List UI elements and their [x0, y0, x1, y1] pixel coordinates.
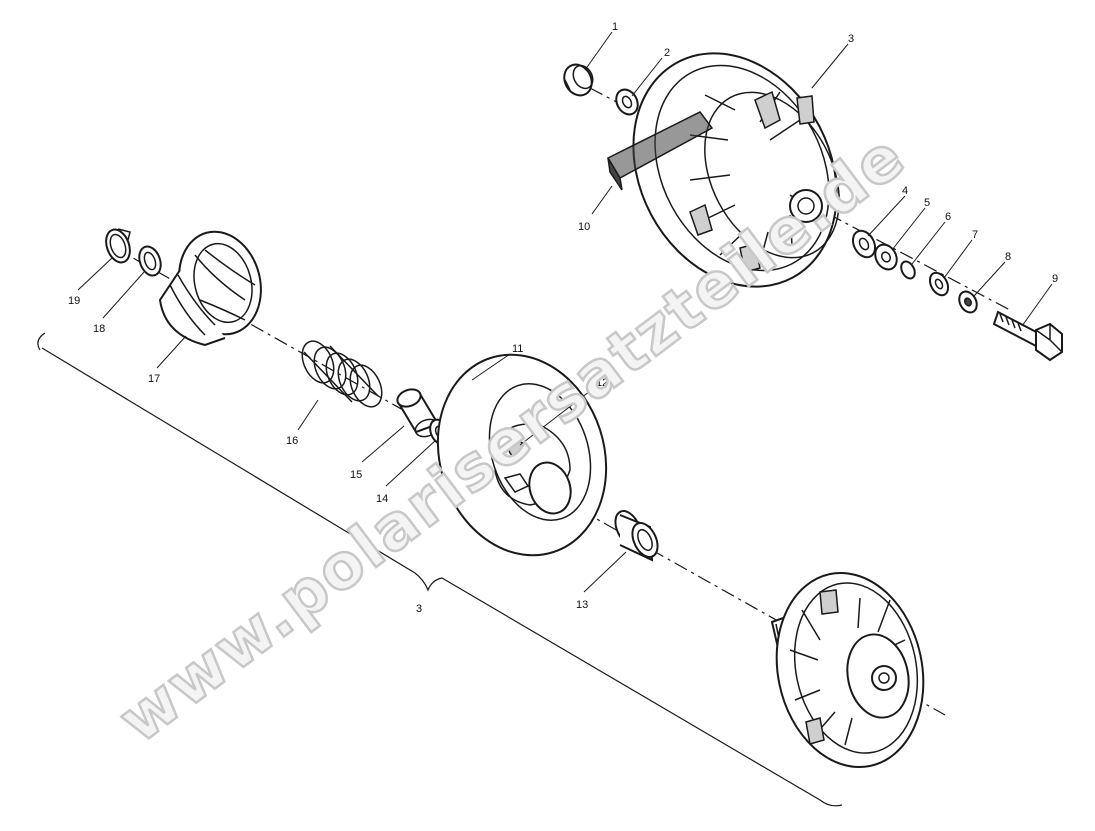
bolt-9	[992, 310, 1063, 362]
callout-7: 7	[972, 229, 978, 241]
callout-14: 14	[376, 493, 388, 505]
bushing-13	[614, 510, 659, 562]
callout-8: 8	[1005, 251, 1011, 263]
callout-2: 2	[664, 47, 670, 59]
callout-3: 3	[848, 33, 854, 45]
leader-lines	[77, 31, 1053, 593]
spring-16	[301, 340, 383, 408]
bushing-1	[563, 63, 594, 97]
movable-sheave-12	[436, 353, 608, 557]
callout-6: 6	[945, 211, 951, 223]
callout-17: 17	[148, 373, 160, 385]
callout-11: 11	[512, 343, 523, 355]
sheave-with-shaft	[770, 571, 925, 769]
callout-4: 4	[902, 185, 908, 197]
cam-17	[158, 230, 262, 347]
assembly-bracket-label: 3	[416, 603, 422, 615]
callout-1: 1	[612, 21, 618, 33]
callout-19: 19	[68, 295, 80, 307]
washer-7	[928, 271, 950, 297]
assembly-bracket	[37, 332, 843, 807]
callout-15: 15	[350, 469, 362, 481]
callout-12: 12	[596, 377, 608, 389]
callout-5: 5	[924, 197, 930, 209]
nut-8	[958, 290, 978, 314]
callout-9: 9	[1052, 273, 1058, 285]
weight-bar-10	[606, 111, 714, 191]
washer-4	[851, 229, 877, 259]
callout-18: 18	[93, 323, 105, 335]
callout-13: 13	[576, 599, 588, 611]
washer-5	[874, 243, 898, 271]
callout-16: 16	[286, 435, 298, 447]
callout-10: 10	[578, 221, 590, 233]
washer-6	[900, 260, 916, 280]
washer-18	[138, 245, 162, 277]
stationary-sheave	[632, 52, 840, 288]
snap-ring-19	[105, 228, 131, 264]
